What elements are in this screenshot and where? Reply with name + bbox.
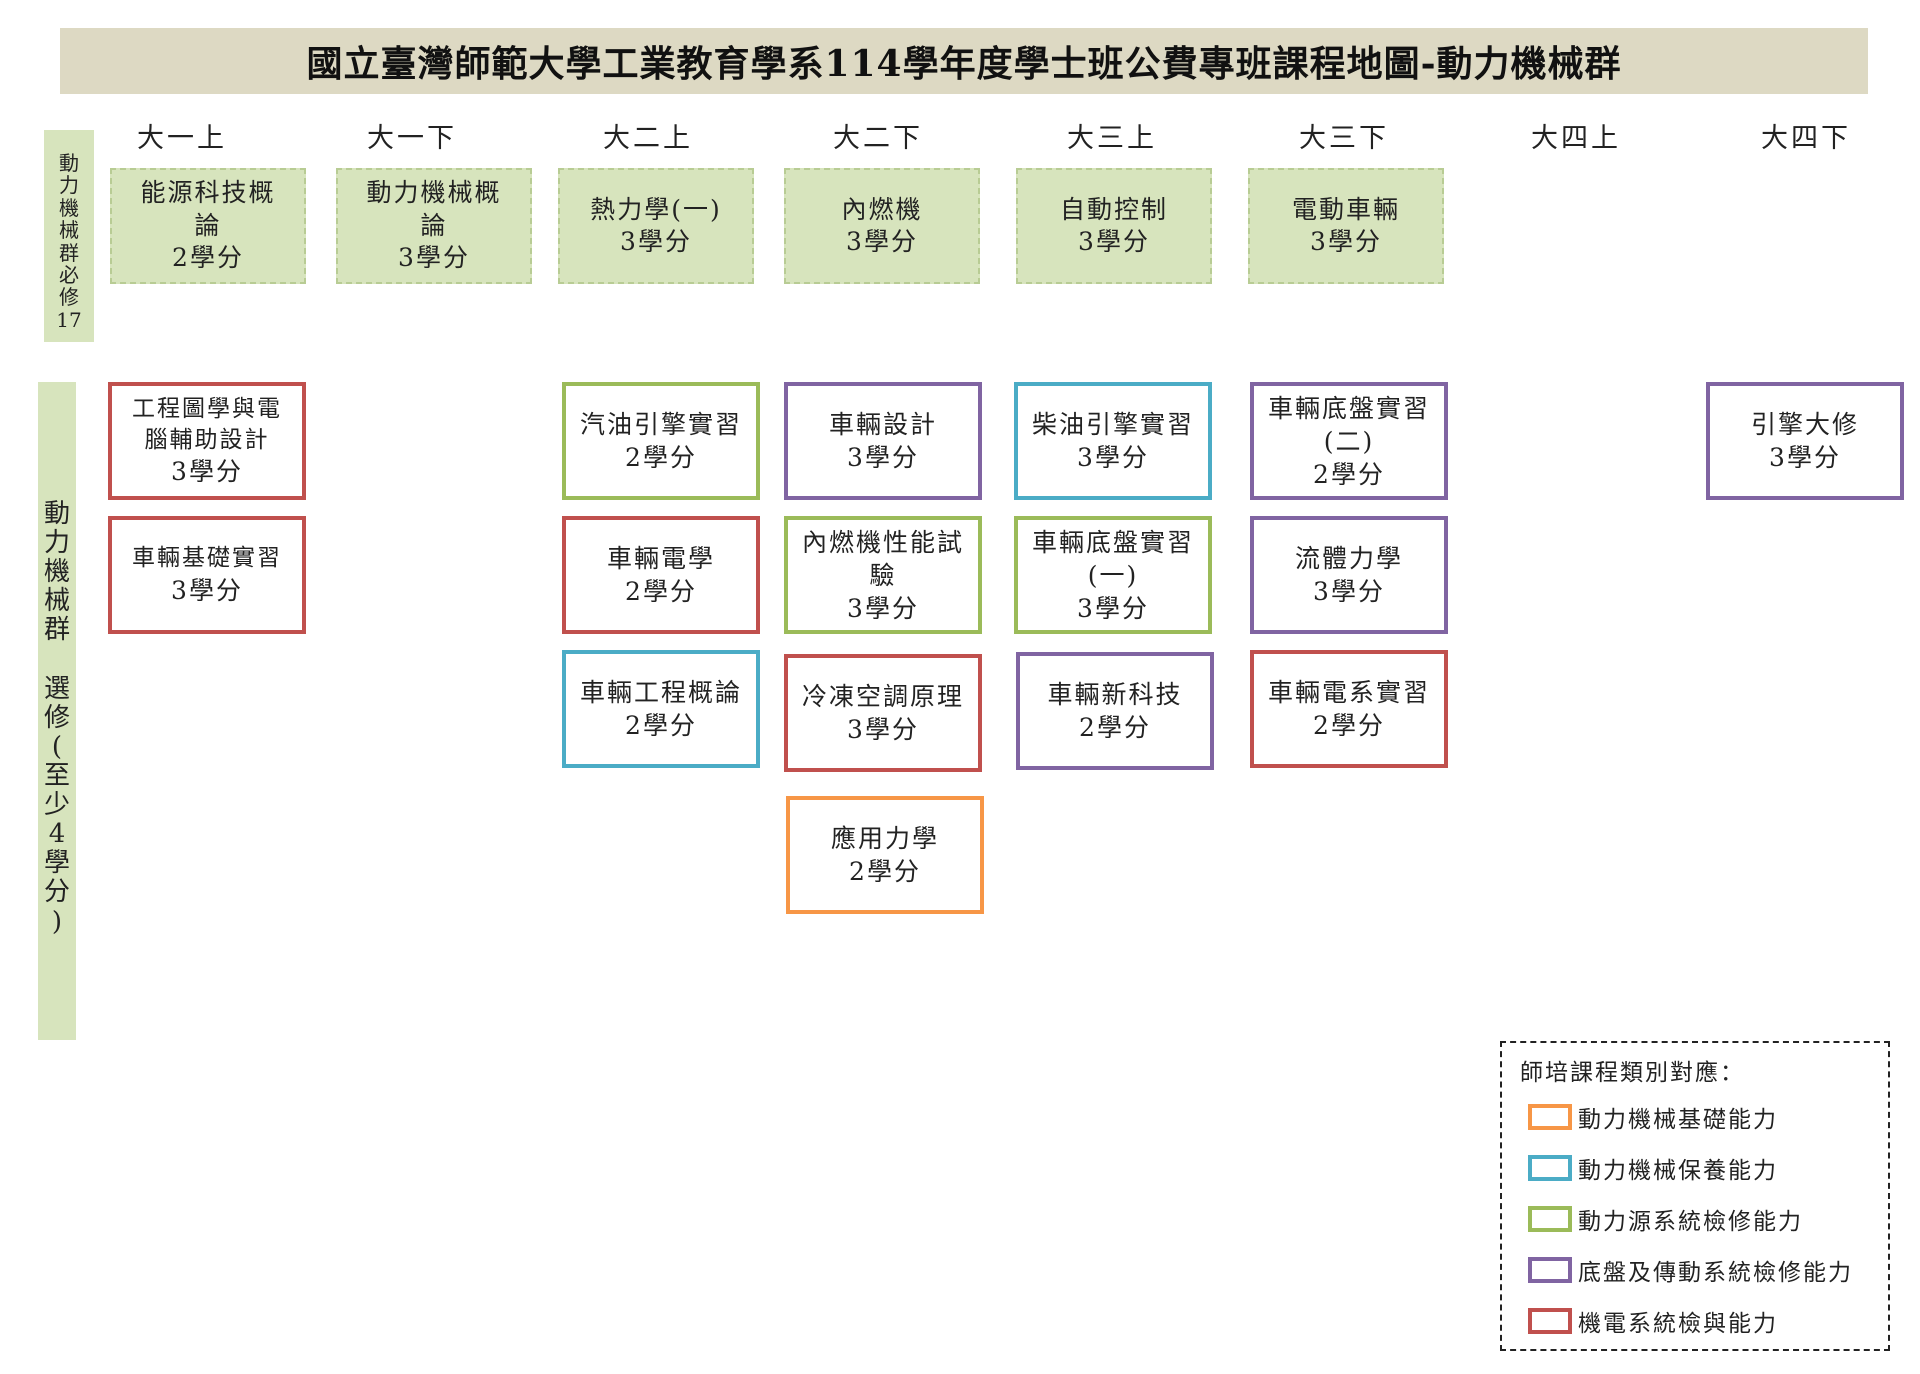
course-credits: 3學分: [171, 456, 243, 486]
course-credits: 3學分: [847, 593, 919, 623]
course-name: 冷凍空調原理: [801, 682, 964, 711]
required-course: 動力機械概論 3學分: [336, 168, 532, 284]
legend-swatch: [1528, 1104, 1572, 1130]
course-name: 內燃機: [841, 194, 923, 224]
elective-course: 內燃機性能試驗 3學分: [784, 516, 982, 634]
course-name: 車輛設計: [828, 410, 937, 439]
course-name: 引擎大修: [1750, 410, 1859, 439]
course-credits: 3學分: [847, 715, 919, 744]
page-title: 國立臺灣師範大學工業教育學系114學年度學士班公費專班課程地圖-動力機械群: [60, 28, 1868, 94]
elective-course: 汽油引擎實習 2學分: [562, 382, 760, 500]
course-name: 車輛新科技: [1047, 680, 1183, 709]
course-credits: 3學分: [846, 227, 918, 256]
course-name: 車輛底盤實習(二): [1267, 393, 1430, 456]
legend-label: 動力機械基礎能力: [1578, 1107, 1778, 1133]
semester-label-2-2: 大二下: [833, 123, 923, 154]
legend-item: 動力機械基礎能力: [1528, 1100, 1778, 1134]
elective-course: 車輛底盤實習(一) 3學分: [1014, 516, 1212, 634]
elective-course: 車輛電學 2學分: [562, 516, 760, 634]
required-course: 熱力學(一) 3學分: [558, 168, 754, 284]
course-name: 車輛底盤實習(一): [1031, 527, 1194, 590]
elective-course: 車輛工程概論 2學分: [562, 650, 760, 768]
legend-item: 底盤及傳動系統檢修能力: [1528, 1253, 1853, 1287]
course-credits: 3學分: [1769, 443, 1841, 472]
course-credits: 3學分: [620, 227, 692, 256]
elective-course: 引擎大修 3學分: [1706, 382, 1904, 500]
semester-label-4-2: 大四下: [1761, 123, 1851, 154]
required-course: 自動控制 3學分: [1016, 168, 1212, 284]
required-course: 電動車輛 3學分: [1248, 168, 1444, 284]
required-course: 內燃機 3學分: [784, 168, 980, 284]
legend-label: 底盤及傳動系統檢修能力: [1578, 1260, 1853, 1286]
elective-course: 車輛設計 3學分: [784, 382, 982, 500]
elective-course: 工程圖學與電腦輔助設計 3學分: [108, 382, 306, 500]
course-credits: 2學分: [625, 443, 697, 472]
elective-course: 車輛底盤實習(二) 2學分: [1250, 382, 1448, 500]
legend-title: 師培課程類別對應：: [1520, 1060, 1745, 1086]
elective-course: 車輛電系實習 2學分: [1250, 650, 1448, 768]
course-name: 車輛基礎實習: [132, 545, 282, 572]
course-name: 車輛電學: [606, 544, 715, 573]
course-credits: 2學分: [1313, 711, 1385, 740]
course-name: 汽油引擎實習: [579, 410, 742, 439]
elective-course: 車輛基礎實習 3學分: [108, 516, 306, 634]
course-name: 自動控制: [1059, 194, 1168, 224]
legend-item: 動力機械保養能力: [1528, 1151, 1778, 1185]
course-credits: 2學分: [1079, 713, 1151, 742]
legend-swatch: [1528, 1206, 1572, 1232]
course-name: 應用力學: [830, 824, 939, 853]
course-name: 流體力學: [1294, 544, 1403, 573]
course-credits: 2學分: [625, 577, 697, 606]
course-name: 熱力學(一): [590, 194, 722, 224]
legend-item: 動力源系統檢修能力: [1528, 1202, 1803, 1236]
course-name: 柴油引擎實習: [1031, 410, 1194, 439]
legend-label: 機電系統檢與能力: [1578, 1311, 1778, 1337]
semester-label-1-1: 大一上: [137, 123, 227, 154]
course-name: 動力機械概論: [366, 178, 502, 240]
elective-course: 流體力學 3學分: [1250, 516, 1448, 634]
legend-swatch: [1528, 1308, 1572, 1334]
course-credits: 2學分: [625, 711, 697, 740]
semester-label-3-2: 大三下: [1299, 123, 1389, 154]
course-credits: 3學分: [847, 443, 919, 472]
elective-course: 應用力學 2學分: [786, 796, 984, 914]
course-credits: 2學分: [172, 243, 244, 273]
elective-course: 柴油引擎實習 3學分: [1014, 382, 1212, 500]
semester-label-2-1: 大二上: [603, 123, 693, 154]
legend: 師培課程類別對應： 動力機械基礎能力 動力機械保養能力 動力源系統檢修能力 底盤…: [1500, 1041, 1890, 1351]
semester-label-4-1: 大四上: [1531, 123, 1621, 154]
legend-label: 動力機械保養能力: [1578, 1158, 1778, 1184]
legend-item: 機電系統檢與能力: [1528, 1304, 1778, 1338]
elective-course: 車輛新科技 2學分: [1016, 652, 1214, 770]
required-course: 能源科技概論 2學分: [110, 168, 306, 284]
course-name: 電動車輛: [1291, 194, 1400, 224]
elective-course: 冷凍空調原理 3學分: [784, 654, 982, 772]
course-credits: 2學分: [849, 857, 921, 886]
course-credits: 3學分: [1313, 577, 1385, 606]
course-credits: 3學分: [1077, 593, 1149, 623]
semester-label-3-1: 大三上: [1067, 123, 1157, 154]
course-credits: 3學分: [1310, 227, 1382, 256]
course-credits: 3學分: [1078, 227, 1150, 256]
course-credits: 3學分: [171, 575, 243, 605]
course-name: 工程圖學與電腦輔助設計: [132, 396, 282, 453]
legend-label: 動力源系統檢修能力: [1578, 1209, 1803, 1235]
legend-swatch: [1528, 1155, 1572, 1181]
course-credits: 3學分: [1077, 443, 1149, 472]
legend-swatch: [1528, 1257, 1572, 1283]
course-name: 內燃機性能試驗: [801, 527, 964, 590]
course-name: 車輛電系實習: [1267, 678, 1430, 707]
course-name: 能源科技概論: [140, 178, 276, 240]
semester-label-1-2: 大一下: [367, 123, 457, 154]
course-credits: 2學分: [1313, 459, 1385, 489]
course-credits: 3學分: [398, 243, 470, 273]
course-name: 車輛工程概論: [579, 678, 742, 707]
